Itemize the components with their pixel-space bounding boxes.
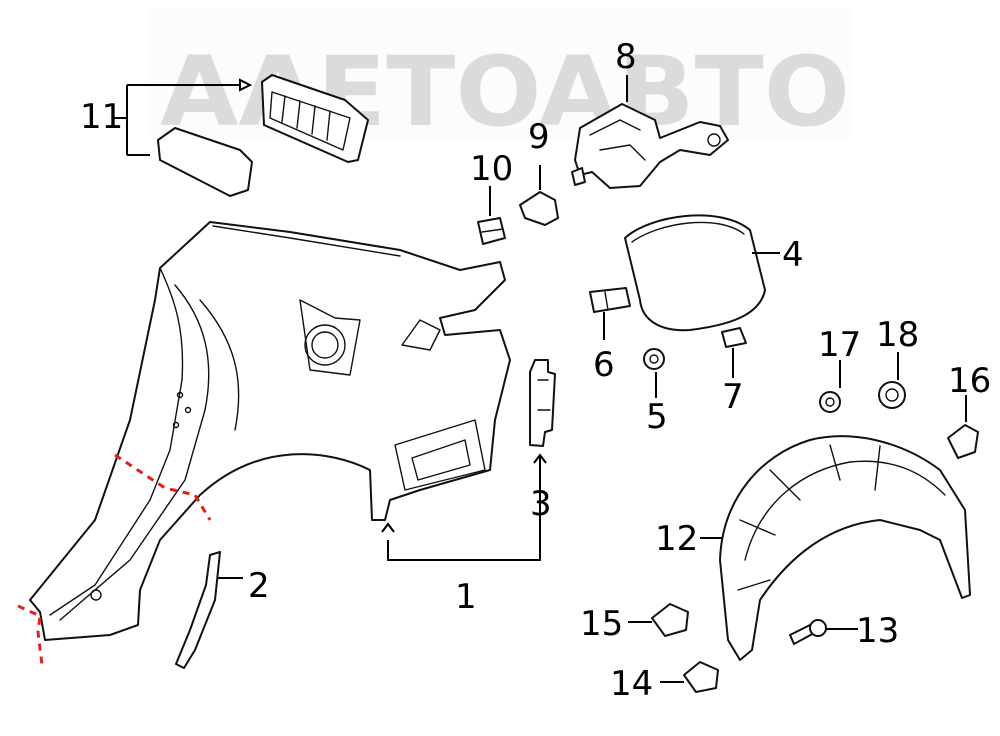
callout-12: 12 [655, 519, 698, 559]
callout-1: 1 [455, 577, 477, 617]
callout-15: 15 [580, 604, 623, 644]
quarter-panel [29, 221, 511, 641]
cut-line-upper [114, 453, 212, 521]
leader-lines [113, 75, 967, 683]
retainer-part-15 [651, 603, 689, 637]
callout-13: 13 [856, 611, 899, 651]
molding-strip [175, 551, 221, 669]
callout-18: 18 [876, 315, 919, 355]
callout-2: 2 [248, 566, 270, 606]
vent-cover [157, 127, 253, 197]
actuator-part [571, 103, 729, 189]
callout-10: 10 [470, 149, 513, 189]
retainer-part-14 [683, 661, 719, 693]
callout-14: 14 [610, 664, 653, 704]
screw-grommet [819, 391, 841, 413]
callout-16: 16 [948, 361, 991, 401]
fuel-lid [624, 214, 766, 332]
watermark: AAETOABTO [150, 8, 850, 148]
callout-11: 11 [80, 97, 123, 137]
grommet-nut [878, 381, 906, 409]
callout-6: 6 [593, 345, 615, 385]
clip-plate [589, 287, 631, 313]
bushing-part [643, 348, 665, 370]
cut-line-lower [17, 604, 44, 666]
stopper-part [721, 327, 747, 348]
grommet-part [477, 217, 506, 245]
callout-17: 17 [818, 325, 861, 365]
clip-part-16 [947, 424, 979, 459]
bolt-part [789, 619, 827, 645]
callout-5: 5 [646, 397, 668, 437]
vent-louver [261, 74, 369, 163]
callout-8: 8 [615, 37, 637, 77]
fender-liner [719, 435, 971, 661]
cap-clip [519, 191, 559, 226]
bracket-part [529, 359, 556, 447]
callout-4: 4 [782, 235, 804, 275]
callout-3: 3 [530, 484, 552, 524]
callout-9: 9 [528, 117, 550, 157]
callout-labels: 1 2 3 4 5 6 7 8 9 10 11 12 13 14 15 16 1… [80, 37, 991, 704]
callout-7: 7 [722, 377, 744, 417]
